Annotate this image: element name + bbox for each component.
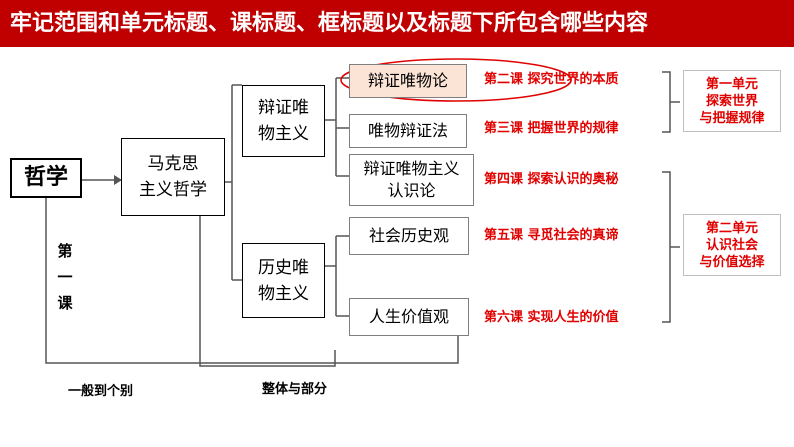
page-title: 牢记范围和单元标题、课标题、框标题以及标题下所包含哪些内容 xyxy=(0,0,794,47)
lesson-3: 第三课 把握世界的规律 xyxy=(484,121,619,136)
node-dialectical-materialism-branch: 辩证唯 物主义 xyxy=(242,85,325,157)
node-materialist-dialectics: 唯物辩证法 xyxy=(349,114,467,148)
lesson-6: 第六课 实现人生的价值 xyxy=(484,310,619,325)
node-philosophy: 哲学 xyxy=(10,158,82,198)
label-whole-and-part: 整体与部分 xyxy=(262,382,328,397)
lesson-4: 第四课 探索认识的奥秘 xyxy=(484,172,619,187)
lesson-5: 第五课 寻觅社会的真谛 xyxy=(484,228,619,243)
node-marxist-philosophy: 马克思 主义哲学 xyxy=(121,138,225,216)
node-life-values: 人生价值观 xyxy=(349,298,469,336)
side-label-3: 课 xyxy=(57,294,73,312)
unit-2: 第二单元 认识社会 与价值选择 xyxy=(683,214,781,276)
label-general-to-specific: 一般到个别 xyxy=(68,384,134,399)
node-epistemology: 辩证唯物主义 认识论 xyxy=(349,154,474,206)
side-label-2: 一 xyxy=(57,268,73,286)
unit-1: 第一单元 探索世界 与把握规律 xyxy=(683,70,781,132)
lesson-2: 第二课 探究世界的本质 xyxy=(484,72,619,87)
node-historical-materialism-branch: 历史唯 物主义 xyxy=(242,243,325,318)
highlight-ellipse xyxy=(340,58,572,102)
side-label-1: 第 xyxy=(57,242,73,260)
node-dialectical-materialism: 辩证唯物论 xyxy=(349,64,467,98)
node-social-history: 社会历史观 xyxy=(349,217,469,255)
